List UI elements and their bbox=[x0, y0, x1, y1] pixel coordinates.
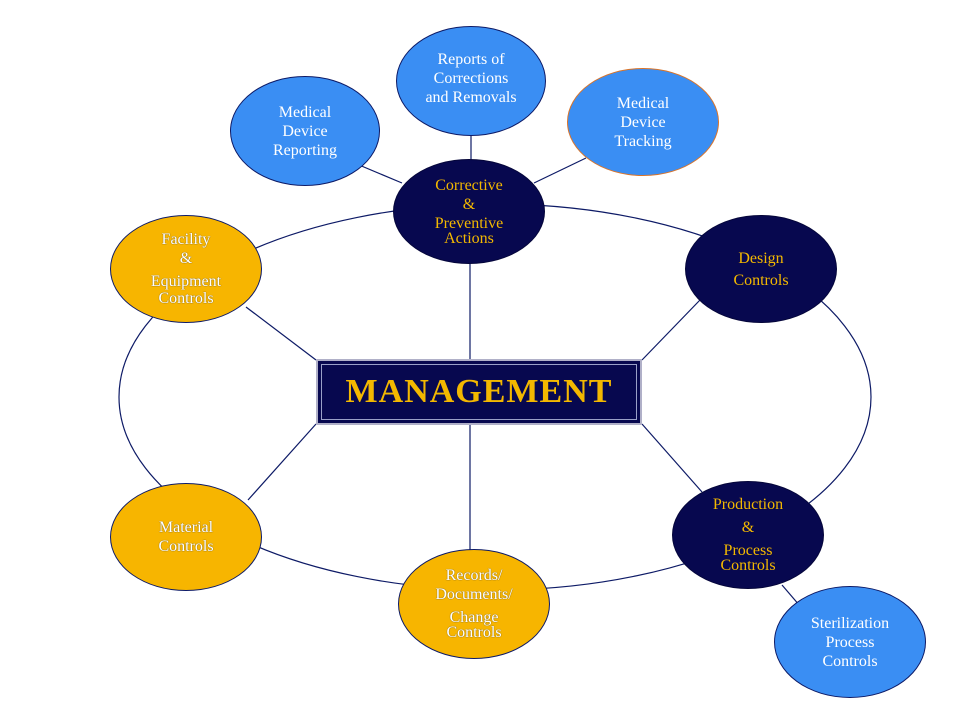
node-corrective-preventive-actions: Corrective & Preventive Actions bbox=[393, 159, 545, 264]
node-medical-device-tracking: Medical Device Tracking bbox=[567, 68, 719, 176]
node-medical-device-reporting: Medical Device Reporting bbox=[230, 76, 380, 186]
management-box: MANAGEMENT bbox=[316, 359, 642, 425]
node-production-process-controls: Production & Process Controls bbox=[672, 481, 824, 589]
node-sterilization-process-controls: Sterilization Process Controls bbox=[774, 586, 926, 698]
connector-tracking bbox=[533, 157, 587, 184]
node-records-documents-change-controls: Records/ Documents/ Change Controls bbox=[398, 549, 550, 659]
management-box-inner-border bbox=[321, 364, 637, 420]
node-design-controls: Design Controls bbox=[685, 215, 837, 323]
management-title: MANAGEMENT bbox=[345, 373, 613, 410]
node-material-controls: Material Controls bbox=[110, 483, 262, 591]
connector-design bbox=[641, 299, 701, 361]
node-facility-equipment-controls: Facility & Equipment Controls bbox=[110, 215, 262, 323]
node-reports-of-corrections: Reports of Corrections and Removals bbox=[396, 26, 546, 136]
connector-production bbox=[641, 423, 703, 493]
connector-facility bbox=[245, 306, 317, 361]
connector-material bbox=[247, 423, 317, 501]
